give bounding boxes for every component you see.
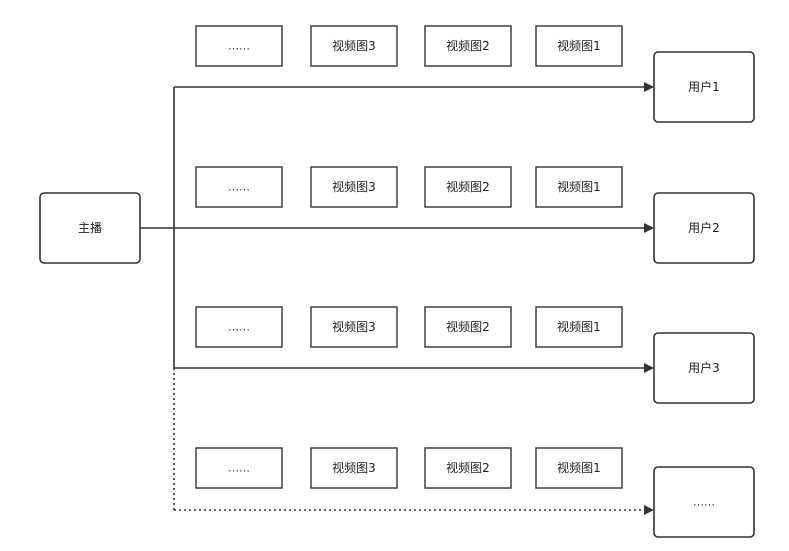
frame-label: 视频图2 — [446, 179, 490, 194]
frame-box-3: 视频图3 — [310, 25, 398, 67]
frame-label: 视频图2 — [446, 460, 490, 475]
frame-box-more: …… — [195, 25, 283, 67]
source-label: 主播 — [78, 221, 102, 235]
frame-box-1: 视频图1 — [535, 447, 623, 489]
user-label: 用户2 — [688, 220, 720, 235]
frame-row-3: …… 视频图3 视频图2 视频图1 — [195, 306, 623, 348]
frame-label: 视频图1 — [557, 38, 601, 53]
user-label: …… — [693, 496, 715, 509]
user-node-3: 用户3 — [653, 332, 755, 404]
frame-row-2: …… 视频图3 视频图2 视频图1 — [195, 166, 623, 208]
frame-box-1: 视频图1 — [535, 166, 623, 208]
frame-label: …… — [228, 40, 250, 53]
frame-row-4: …… 视频图3 视频图2 视频图1 — [195, 447, 623, 489]
connectors — [140, 82, 654, 515]
user-node-more: …… — [653, 466, 755, 538]
frame-box-2: 视频图2 — [424, 166, 512, 208]
frame-box-2: 视频图2 — [424, 447, 512, 489]
user-node-2: 用户2 — [653, 192, 755, 264]
frame-label: 视频图2 — [446, 38, 490, 53]
frame-label: 视频图2 — [446, 319, 490, 334]
frame-box-more: …… — [195, 306, 283, 348]
frame-label: …… — [228, 321, 250, 334]
frame-row-1: …… 视频图3 视频图2 视频图1 — [195, 25, 623, 67]
frame-label: …… — [228, 462, 250, 475]
user-node-1: 用户1 — [653, 51, 755, 123]
frame-label: 视频图3 — [332, 460, 376, 475]
frame-label: …… — [228, 181, 250, 194]
frame-box-2: 视频图2 — [424, 25, 512, 67]
frame-box-3: 视频图3 — [310, 306, 398, 348]
source-node: 主播 — [39, 192, 141, 264]
frame-box-more: …… — [195, 166, 283, 208]
frame-box-3: 视频图3 — [310, 447, 398, 489]
frame-label: 视频图3 — [332, 179, 376, 194]
frame-box-1: 视频图1 — [535, 306, 623, 348]
frame-label: 视频图3 — [332, 38, 376, 53]
frame-label: 视频图1 — [557, 179, 601, 194]
user-label: 用户3 — [688, 360, 720, 375]
user-label: 用户1 — [688, 79, 720, 94]
frame-box-3: 视频图3 — [310, 166, 398, 208]
frame-box-1: 视频图1 — [535, 25, 623, 67]
frame-label: 视频图3 — [332, 319, 376, 334]
frame-box-2: 视频图2 — [424, 306, 512, 348]
frame-box-more: …… — [195, 447, 283, 489]
frame-label: 视频图1 — [557, 319, 601, 334]
frame-label: 视频图1 — [557, 460, 601, 475]
